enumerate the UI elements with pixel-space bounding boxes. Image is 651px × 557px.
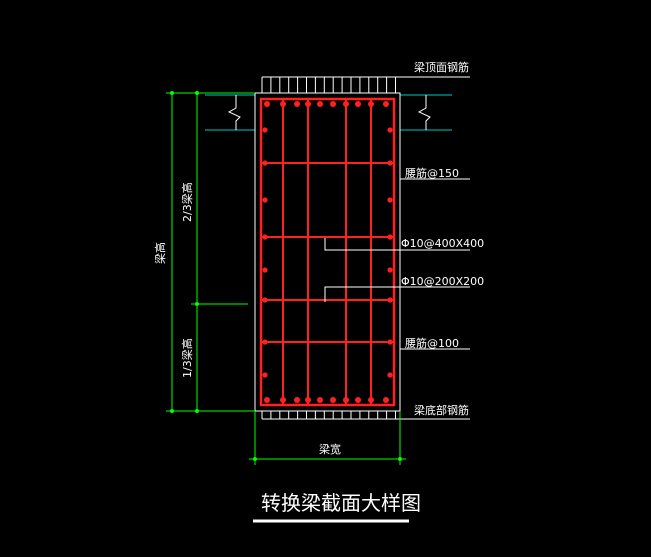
bottom-rebar-dot (368, 397, 374, 403)
top-rebar-label: 梁顶面钢筋 (414, 60, 469, 74)
top-rebar-dot (355, 101, 361, 107)
bottom-rebar-dot (294, 397, 300, 403)
bottom-rebar-dot (264, 397, 270, 403)
bottom-rebar-dot (330, 397, 336, 403)
beam-height-label: 梁高 (153, 242, 167, 264)
horizontal-waist-bars (261, 162, 394, 343)
side-rebar-dot (262, 160, 268, 166)
beam-outline (254, 92, 401, 412)
top-rebar-dot (368, 101, 374, 107)
stirrup-inner-label: Φ10@200X200 (401, 275, 484, 288)
side-rebar-dot (387, 127, 393, 133)
vertical-stirrup-legs (282, 99, 372, 405)
top-rebar-dot (305, 101, 311, 107)
outer-stirrup (259, 97, 396, 407)
top-rebar-dot (294, 101, 300, 107)
top-rebar-dot (317, 101, 323, 107)
dimension-lines (166, 92, 406, 465)
top-rebar-dot (383, 101, 389, 107)
side-rebar-dot (262, 372, 268, 378)
side-rebar-dot (262, 197, 268, 203)
top-rebar-ticks (261, 77, 396, 93)
drawing-title: 转换梁截面大样图 (261, 491, 421, 515)
bottom-rebar-ticks (261, 411, 396, 419)
rebar-cage (259, 97, 396, 407)
top-rebar-dot (330, 101, 336, 107)
top-rebar-dot (264, 101, 270, 107)
side-rebar-dot (262, 339, 268, 345)
top-rebar-dot (280, 101, 286, 107)
side-rebar-dot (262, 234, 268, 240)
waist-150-label: 腰筋@150 (405, 166, 459, 180)
bottom-rebar-dot (343, 397, 349, 403)
side-rebar-dot (387, 267, 393, 273)
side-rebar-dot (387, 339, 393, 345)
side-rebar-dot (387, 234, 393, 240)
bottom-rebar-dot (305, 397, 311, 403)
side-rebar-dot (387, 372, 393, 378)
side-rebar-dot (262, 267, 268, 273)
side-rebar-dot (387, 160, 393, 166)
bottom-rebar-dot (317, 397, 323, 403)
stirrup-outer-label: Φ10@400X400 (401, 237, 484, 250)
bottom-rebar-label: 梁底部钢筋 (414, 403, 469, 417)
side-rebar-dot (262, 127, 268, 133)
side-rebar-dot (262, 297, 268, 303)
beam-width-label: 梁宽 (319, 442, 341, 456)
one-third-height-label: 1/3梁高 (180, 338, 194, 378)
bottom-rebar-dot (280, 397, 286, 403)
annotation-leaders (324, 178, 470, 350)
two-thirds-height-label: 2/3梁高 (180, 182, 194, 222)
rebar-dots (262, 101, 393, 403)
top-rebar-dot (343, 101, 349, 107)
bottom-rebar-dot (355, 397, 361, 403)
bottom-rebar-dot (383, 397, 389, 403)
slab-break-marks (227, 95, 431, 130)
side-rebar-dot (387, 297, 393, 303)
waist-100-label: 腰筋@100 (405, 336, 459, 350)
dimension-ticks (170, 91, 402, 461)
side-rebar-dot (387, 197, 393, 203)
